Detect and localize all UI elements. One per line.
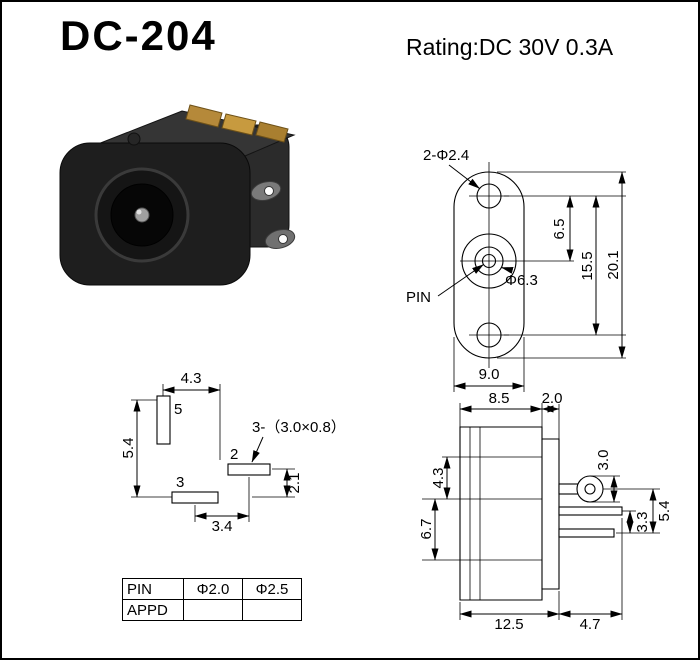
pin3-label: 3	[176, 474, 184, 491]
dim-text: 3.0	[595, 450, 612, 471]
label-mounting-holes: 2-Φ2.4	[423, 147, 480, 189]
dim-text: 3.3	[634, 512, 651, 533]
product-photo	[59, 104, 296, 286]
pad-size-note: 3-（3.0×0.8）	[251, 419, 346, 463]
dim-hole-spacing: 15.5	[579, 195, 600, 336]
pin-layout: 5 3 2 3-（3.0×0.8） 4.3 5.4	[120, 370, 346, 535]
pin-label: PIN	[406, 289, 431, 306]
dim-text: 5.4	[656, 501, 673, 522]
dim-text: 4.3	[181, 370, 202, 387]
photo-solder-lugs	[250, 180, 296, 250]
table-cell-appd-1	[183, 599, 243, 621]
photo-gold-terminals	[185, 104, 289, 143]
dim-pin-bottom: 3.4	[194, 477, 250, 535]
dim-text: 4.7	[580, 616, 601, 633]
dim-text: 15.5	[579, 251, 596, 280]
table-cell-appd-2	[242, 599, 302, 621]
dim-text: 12.5	[494, 616, 523, 633]
dim-text: 20.1	[605, 250, 622, 279]
photo-center-pin	[134, 207, 150, 223]
side-view: 8.5 2.0 4.3 6.7 3.0	[418, 390, 673, 633]
dim-text: 9.0	[479, 366, 500, 383]
dim-pin-top: 4.3	[162, 370, 221, 460]
dim-bottom-width: 12.5	[459, 591, 560, 633]
spec-table: PIN Φ2.0 Φ2.5 APPD	[122, 578, 302, 621]
table-row-pin: PIN Φ2.0 Φ2.5	[122, 578, 302, 600]
label-pin: PIN	[406, 264, 484, 306]
terminal-pin-lower	[558, 528, 615, 538]
dim-text: 6.7	[418, 519, 435, 540]
table-cell-pin-dia-2: Φ2.5	[242, 578, 302, 600]
table-row-appd: APPD	[122, 599, 302, 621]
dim-text: 2.0	[542, 390, 563, 407]
pin3-pad	[171, 491, 219, 504]
dim-text: 3.4	[212, 518, 233, 535]
dim-body-width: 8.5	[459, 390, 543, 427]
dim-pin-right: 2.1	[252, 468, 303, 498]
terminal-pin-middle	[558, 506, 623, 516]
front-view: 6.5 15.5 20.1 9.0 2-Φ2.4 PIN	[406, 147, 626, 392]
dim-pin-left: 5.4	[120, 399, 172, 498]
ring-lug	[576, 475, 604, 503]
table-cell-pin-label: PIN	[122, 578, 184, 600]
dim-text: 8.5	[489, 390, 510, 407]
dim-text: 6.5	[551, 219, 568, 240]
table-cell-pin-dia-1: Φ2.0	[183, 578, 243, 600]
dim-flange-width: 9.0	[453, 337, 525, 392]
pin2-label: 2	[230, 446, 238, 463]
ring-lug-shaft	[558, 483, 580, 495]
dim-hole-offset: 6.5	[551, 195, 574, 262]
table-cell-appd-label: APPD	[122, 599, 184, 621]
pin5-label: 5	[174, 401, 182, 418]
dim-pin-span: 5.4	[603, 488, 673, 534]
pin2-pad	[227, 463, 271, 476]
dim-upper-left: 4.3	[422, 456, 460, 500]
dim-pin-gap: 3.3	[622, 510, 651, 534]
pin5-pad	[156, 395, 171, 445]
photo-top-nub	[127, 132, 141, 146]
dim-total-height: 20.1	[605, 171, 626, 359]
barrel-dia-label: Φ6.3	[505, 272, 538, 289]
ring-lug-hole	[584, 483, 596, 495]
dim-lower-left: 6.7	[418, 498, 460, 561]
dim-pin-length: 4.7	[558, 518, 623, 633]
photo-pin-highlight	[136, 209, 142, 215]
note-text: 3-（3.0×0.8）	[252, 419, 346, 436]
dim-lug-hole: 3.0	[590, 450, 620, 503]
dim-text: 5.4	[120, 438, 137, 459]
dim-flange-thickness: 2.0	[541, 390, 563, 439]
dim-text: 4.3	[430, 468, 447, 489]
model-title: DC-204	[60, 12, 217, 59]
dim-text: 2.1	[286, 473, 303, 494]
holes-label: 2-Φ2.4	[423, 147, 469, 164]
body-outline	[459, 426, 560, 601]
label-barrel-diameter: Φ6.3	[501, 267, 538, 289]
rating-text: Rating:DC 30V 0.3A	[406, 34, 614, 60]
